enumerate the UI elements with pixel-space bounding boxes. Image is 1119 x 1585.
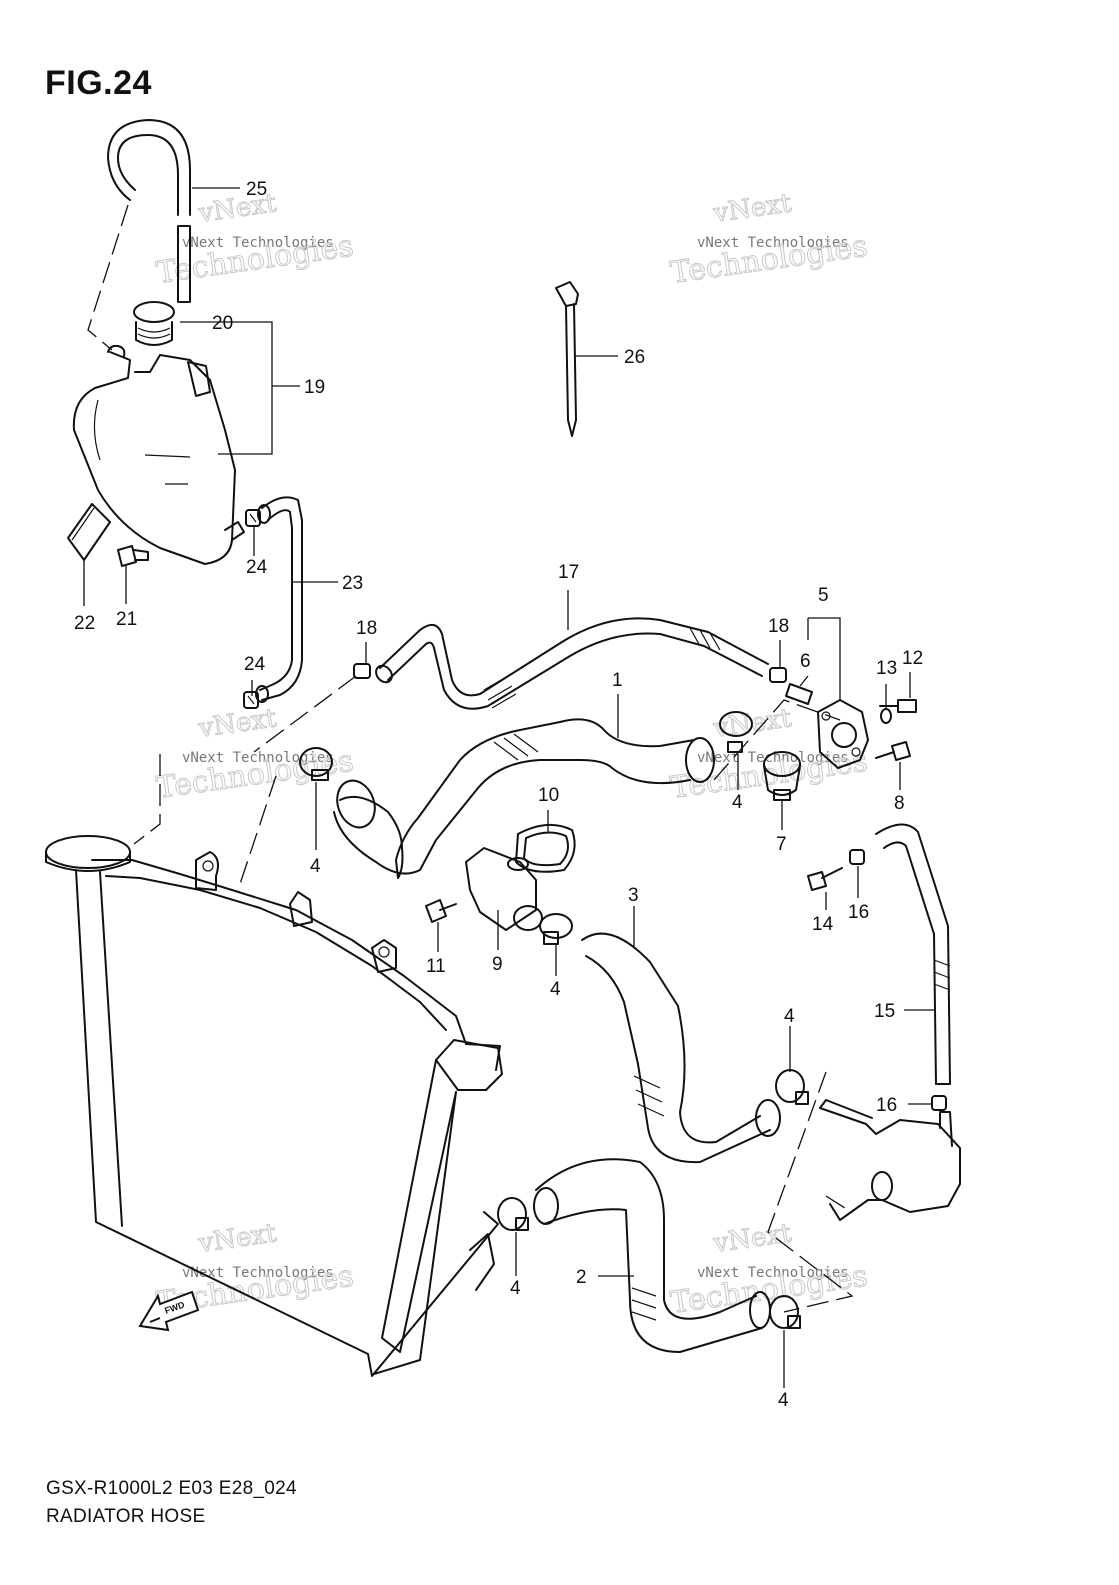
forward-arrow-icon: FWD bbox=[138, 1290, 200, 1332]
part-14-bolt bbox=[807, 867, 843, 891]
callout-10: 10 bbox=[538, 785, 559, 806]
callout-labels: 25 20 19 26 24 23 22 21 17 18 24 18 5 6 … bbox=[74, 179, 923, 1411]
part-17-bypass-hose bbox=[375, 617, 769, 710]
part-11-bolt bbox=[425, 899, 457, 923]
watermark-top-right: vNext vNext Technologies Technologies bbox=[668, 188, 870, 292]
part-7-thermostat bbox=[763, 751, 801, 801]
part-4-clamp-4 bbox=[775, 1069, 809, 1105]
callout-25: 25 bbox=[246, 179, 267, 200]
callout-18-left: 18 bbox=[356, 618, 377, 639]
svg-text:vNext: vNext bbox=[196, 1218, 279, 1259]
part-4-clamp-1 bbox=[299, 747, 333, 781]
part-12-bolt bbox=[879, 699, 917, 713]
callout-24-lower: 24 bbox=[244, 654, 266, 675]
part-8-bolt bbox=[875, 741, 911, 761]
callout-11: 11 bbox=[426, 956, 446, 977]
part-15-hose bbox=[875, 823, 951, 1085]
callout-12: 12 bbox=[902, 648, 923, 669]
callout-18-right: 18 bbox=[768, 616, 789, 637]
callout-17: 17 bbox=[558, 562, 579, 583]
svg-text:vNext Technologies: vNext Technologies bbox=[182, 750, 334, 766]
part-4-clamp-2 bbox=[719, 711, 753, 753]
radiator bbox=[45, 835, 503, 1377]
part-1-upper-radiator-hose bbox=[333, 718, 715, 879]
part-4-clamp-5 bbox=[497, 1197, 529, 1231]
callout-22: 22 bbox=[74, 613, 95, 634]
part-19-coolant-reservoir bbox=[72, 344, 245, 565]
watermark-mid-left: vNext vNext Technologies Technologies bbox=[154, 703, 356, 807]
callout-15: 15 bbox=[874, 1001, 895, 1022]
callout-24-upper: 24 bbox=[246, 557, 268, 578]
svg-text:vNext: vNext bbox=[711, 1218, 794, 1259]
callout-3: 3 bbox=[628, 885, 639, 906]
part-16-clip-upper bbox=[849, 849, 865, 865]
callout-19: 19 bbox=[304, 377, 325, 398]
callout-21: 21 bbox=[116, 609, 137, 630]
part-25-breather-hose bbox=[87, 119, 191, 351]
svg-text:vNext Technologies: vNext Technologies bbox=[182, 1265, 334, 1281]
water-pump-assembly bbox=[819, 1099, 961, 1221]
part-18-clip-right bbox=[769, 667, 787, 683]
part-18-clip-left bbox=[353, 663, 371, 679]
svg-text:vNext Technologies: vNext Technologies bbox=[697, 1265, 849, 1281]
callout-16-lower: 16 bbox=[876, 1095, 897, 1116]
callout-14: 14 bbox=[812, 914, 834, 935]
part-23-reservoir-hose bbox=[255, 496, 303, 703]
watermark-top-left: vNext vNext Technologies Technologies bbox=[154, 188, 356, 292]
svg-text:vNext Technologies: vNext Technologies bbox=[697, 235, 849, 251]
part-4-clamp-3 bbox=[539, 913, 573, 945]
callout-7: 7 bbox=[776, 834, 787, 855]
part-13-o-ring bbox=[880, 708, 892, 724]
callout-20: 20 bbox=[212, 313, 233, 334]
callout-8: 8 bbox=[894, 793, 905, 814]
part-10-o-ring bbox=[515, 823, 576, 873]
callout-2: 2 bbox=[576, 1267, 587, 1288]
leader-lines bbox=[83, 187, 936, 1388]
callout-4-c: 4 bbox=[550, 979, 561, 1000]
section-name: RADIATOR HOSE bbox=[46, 1506, 206, 1527]
part-3-lower-hose bbox=[581, 932, 781, 1164]
callout-13: 13 bbox=[876, 658, 897, 679]
part-24-clip-lower bbox=[243, 691, 259, 709]
callout-1: 1 bbox=[612, 670, 623, 691]
callout-4-f: 4 bbox=[778, 1390, 789, 1411]
callout-4-b: 4 bbox=[732, 792, 743, 813]
figure-title: FIG.24 bbox=[45, 64, 152, 102]
callout-23: 23 bbox=[342, 573, 363, 594]
callout-5: 5 bbox=[818, 585, 829, 606]
callout-16-upper: 16 bbox=[848, 902, 869, 923]
part-26-cable-tie bbox=[555, 281, 579, 437]
svg-text:vNext: vNext bbox=[196, 703, 279, 744]
callout-4-d: 4 bbox=[784, 1006, 795, 1027]
callout-26: 26 bbox=[624, 347, 645, 368]
callout-4-e: 4 bbox=[510, 1278, 521, 1299]
svg-text:vNext: vNext bbox=[711, 188, 794, 229]
part-21-bolt bbox=[117, 545, 149, 567]
part-22-label bbox=[67, 503, 111, 561]
callout-9: 9 bbox=[492, 954, 503, 975]
part-20-reservoir-cap bbox=[133, 301, 175, 346]
part-9-thermostat-housing bbox=[465, 847, 543, 931]
part-24-clip-upper bbox=[245, 509, 261, 527]
svg-text:vNext Technologies: vNext Technologies bbox=[182, 235, 334, 251]
callout-4-a: 4 bbox=[310, 856, 321, 877]
part-16-clip-lower bbox=[931, 1095, 947, 1111]
part-2-outlet-hose bbox=[533, 1158, 771, 1353]
callout-6: 6 bbox=[800, 651, 811, 672]
part-6-fitting bbox=[785, 683, 813, 705]
model-code: GSX-R1000L2 E03 E28_024 bbox=[46, 1478, 297, 1499]
svg-text:vNext Technologies: vNext Technologies bbox=[697, 750, 849, 766]
